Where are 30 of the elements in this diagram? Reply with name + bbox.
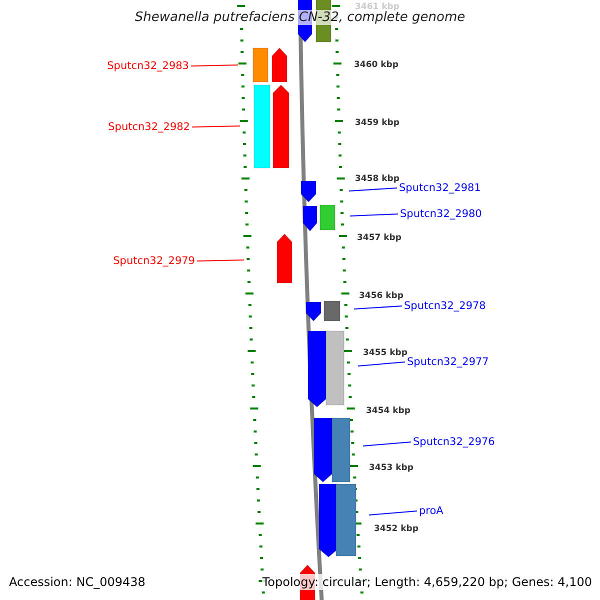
position-label: 3460 kbp xyxy=(354,60,398,70)
position-label: 3457 kbp xyxy=(357,233,402,243)
leader-line xyxy=(350,214,398,216)
leader-line xyxy=(348,188,398,192)
gene-label: Sputcn32_2979 xyxy=(113,254,195,268)
diagram-title: Shewanella putrefaciens CN-32, complete genome xyxy=(0,9,600,27)
leader-line xyxy=(190,64,238,66)
gene-label: Sputcn32_2983 xyxy=(107,59,189,73)
gene-label: Sputcn32_2980 xyxy=(400,207,482,221)
gene-label: proA xyxy=(419,504,444,518)
position-label: 3458 kbp xyxy=(355,174,400,184)
gene-label: Sputcn32_2976 xyxy=(413,435,495,449)
position-label: 3452 kbp xyxy=(374,524,418,534)
leader-line xyxy=(368,510,418,516)
position-label: 3456 kbp xyxy=(359,291,404,301)
leader-line xyxy=(358,362,406,366)
gene-label: Sputcn32_2977 xyxy=(407,355,489,369)
leader-line xyxy=(192,126,240,128)
leader-line xyxy=(354,306,402,310)
position-label: 3459 kbp xyxy=(355,118,400,128)
gene-label: Sputcn32_2978 xyxy=(404,299,486,313)
genome-info-text: Topology: circular; Length: 4,659,220 bp; Genes: 4,100 xyxy=(262,574,592,590)
gene-label: Sputcn32_2981 xyxy=(399,181,481,195)
position-label: 3455 kbp xyxy=(363,348,408,358)
gene-label: Sputcn32_2982 xyxy=(108,120,190,134)
accession-text: Accession: NC_009438 xyxy=(9,574,146,590)
position-label: 3454 kbp xyxy=(366,406,410,416)
leader-line xyxy=(196,260,244,262)
position-label: 3453 kbp xyxy=(369,463,414,473)
leader-line xyxy=(362,442,412,446)
